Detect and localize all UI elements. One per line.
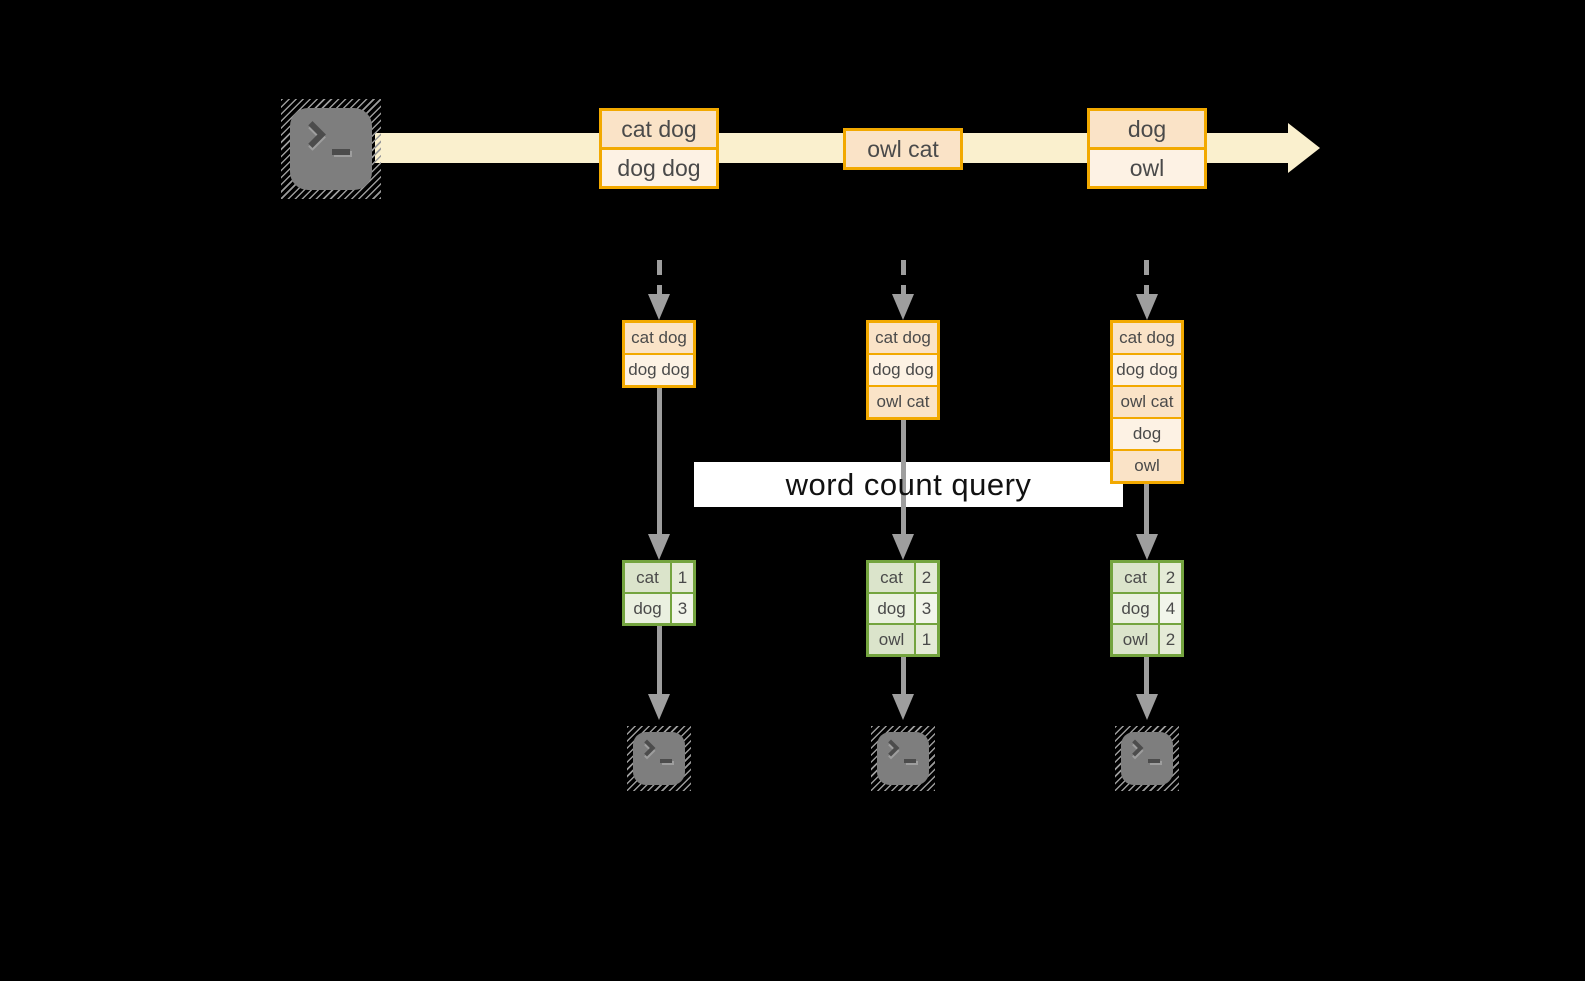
stream-event-text: dog dog — [602, 147, 716, 186]
query-label: word count query — [785, 466, 1032, 502]
output-arrow-head-3 — [1136, 694, 1158, 720]
ingest-arrow-line-2 — [901, 260, 906, 296]
output-arrow-line-2 — [901, 657, 906, 696]
query-arrow-line-2 — [901, 420, 906, 536]
result-cell-word: dog — [869, 594, 916, 623]
ingest-arrow-head-3 — [1136, 294, 1158, 320]
stream-event-text: owl cat — [846, 131, 960, 167]
result-cell-word: cat — [869, 563, 916, 592]
query-arrow-head-3 — [1136, 534, 1158, 560]
stream-event-text: owl — [1090, 147, 1204, 186]
state-row: cat dog — [869, 323, 937, 353]
terminal-cursor-icon — [660, 759, 672, 763]
terminal-cursor-icon — [904, 759, 916, 763]
result-cell-count: 3 — [916, 594, 937, 623]
ingest-arrow-line-1 — [657, 260, 662, 296]
stream-arrow-head-icon — [1288, 123, 1320, 173]
output-terminal-icon-1 — [627, 726, 691, 791]
query-arrow-line-3 — [1144, 484, 1149, 536]
result-cell-count: 1 — [916, 625, 937, 654]
ingest-arrow-head-2 — [892, 294, 914, 320]
terminal-cursor-icon — [1148, 759, 1160, 763]
output-arrow-line-3 — [1144, 657, 1149, 696]
terminal-prompt-icon — [882, 739, 900, 757]
state-row: owl cat — [1113, 385, 1181, 417]
state-row: dog dog — [625, 353, 693, 385]
output-arrow-head-1 — [648, 694, 670, 720]
output-terminal-icon-2 — [871, 726, 935, 791]
query-arrow-head-1 — [648, 534, 670, 560]
ingest-arrow-head-1 — [648, 294, 670, 320]
terminal-window — [877, 732, 929, 785]
state-row: owl cat — [869, 385, 937, 417]
result-cell-word: cat — [1113, 563, 1160, 592]
state-row: dog — [1113, 417, 1181, 449]
terminal-cursor-icon — [332, 149, 350, 155]
result-cell-count: 2 — [1160, 625, 1181, 654]
stream-event-text: dog — [1090, 111, 1204, 147]
ingest-arrow-line-3 — [1144, 260, 1149, 296]
result-cell-count: 2 — [1160, 563, 1181, 592]
result-cell-count: 4 — [1160, 594, 1181, 623]
result-cell-word: owl — [1113, 625, 1160, 654]
result-cell-count: 1 — [672, 563, 693, 592]
state-row: dog dog — [1113, 353, 1181, 385]
result-cell-word: cat — [625, 563, 672, 592]
state-row: cat dog — [1113, 323, 1181, 353]
query-arrow-head-2 — [892, 534, 914, 560]
query-label-bar — [694, 462, 1123, 507]
query-arrow-line-1 — [657, 388, 662, 536]
state-row: owl — [1113, 449, 1181, 481]
result-cell-word: dog — [625, 594, 672, 623]
output-arrow-line-1 — [657, 626, 662, 696]
state-row: cat dog — [625, 323, 693, 353]
output-terminal-icon-3 — [1115, 726, 1179, 791]
terminal-prompt-icon — [1126, 739, 1144, 757]
terminal-window — [1121, 732, 1173, 785]
stream-event-box-2: owl cat — [843, 128, 963, 170]
terminal-window — [290, 108, 372, 190]
stream-event-text: cat dog — [602, 111, 716, 147]
result-cell-word: owl — [869, 625, 916, 654]
source-terminal-icon — [281, 99, 381, 199]
terminal-prompt-icon — [299, 121, 326, 148]
state-row: dog dog — [869, 353, 937, 385]
output-arrow-head-2 — [892, 694, 914, 720]
result-cell-word: dog — [1113, 594, 1160, 623]
result-cell-count: 2 — [916, 563, 937, 592]
terminal-window — [633, 732, 685, 785]
terminal-prompt-icon — [638, 739, 656, 757]
result-cell-count: 3 — [672, 594, 693, 623]
